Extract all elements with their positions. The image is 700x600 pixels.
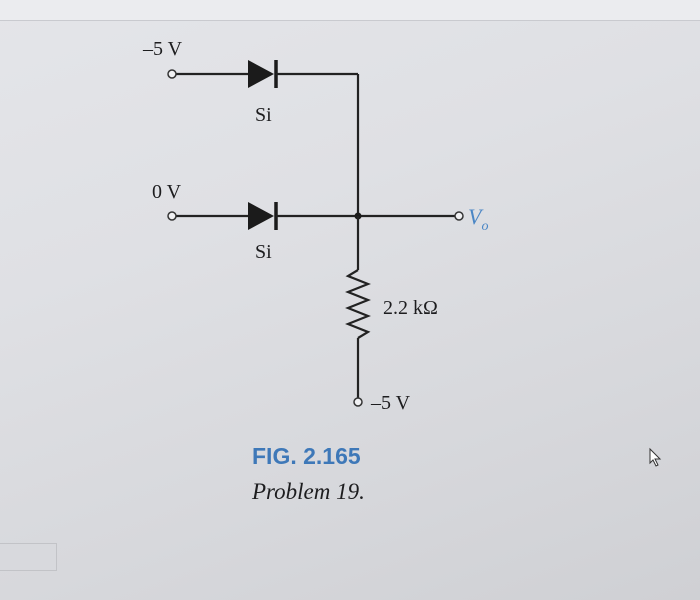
terminal-supply [353,397,363,407]
resistor-icon [345,269,371,339]
label-supply: –5 V [370,392,411,414]
cursor-icon [649,447,662,467]
terminal-output [454,211,464,221]
label-output-sub: o [481,219,488,234]
diode-mid-icon [248,202,274,230]
label-diode-top: Si [255,104,272,126]
label-input-mid: 0 V [152,181,182,203]
label-output: Vo [468,204,488,234]
terminal-mid-input [167,211,177,221]
label-input-top: –5 V [142,38,183,60]
label-diode-mid: Si [255,241,272,263]
label-resistor: 2.2 kΩ [383,297,438,319]
diode-top-icon [248,60,274,88]
corner-element [0,543,57,571]
label-output-main: V [468,204,484,229]
figure-title: FIG. 2.165 [252,443,361,469]
figure-subtitle: Problem 19. [251,479,365,504]
terminal-top-input [167,69,177,79]
window-top-band [0,0,700,21]
